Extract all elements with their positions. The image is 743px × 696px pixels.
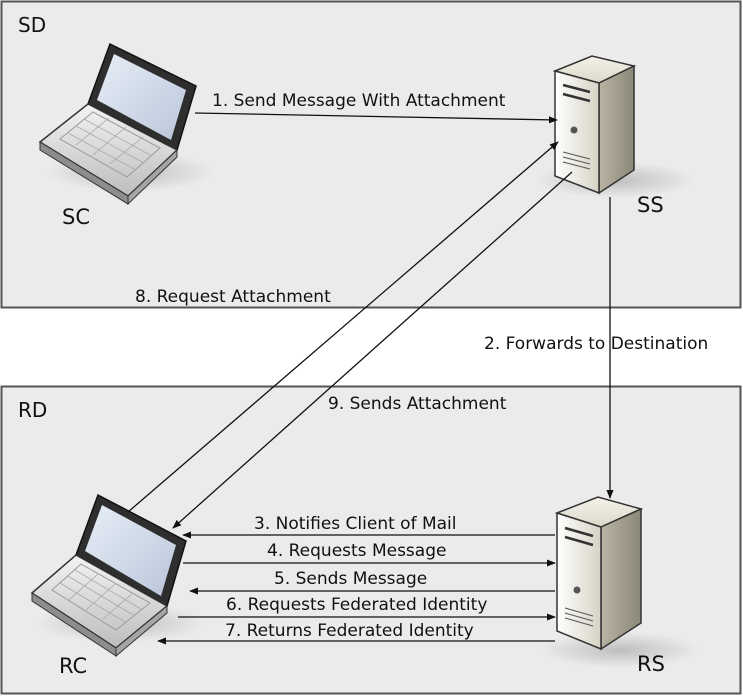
label-m9: 9. Sends Attachment xyxy=(328,394,507,414)
label-m5: 5. Sends Message xyxy=(274,569,427,589)
sender-server-icon xyxy=(535,55,695,198)
arrow-sends-attachment xyxy=(172,171,573,529)
label-m4: 4. Requests Message xyxy=(267,541,446,561)
receiver-client-label: RC xyxy=(59,654,87,678)
receiver-client-laptop-icon xyxy=(30,493,205,658)
sender-domain-label: SD xyxy=(18,13,46,37)
arrow-request-attachment xyxy=(127,141,559,513)
receiver-server-icon xyxy=(540,496,700,668)
label-m2: 2. Forwards to Destination xyxy=(484,334,708,354)
label-m1: 1. Send Message With Attachment xyxy=(212,91,506,111)
label-m6: 6. Requests Federated Identity xyxy=(226,595,487,615)
sender-server-label: SS xyxy=(637,193,664,217)
label-m8: 8. Request Attachment xyxy=(135,287,331,307)
sender-client-laptop-icon xyxy=(38,42,215,206)
label-m3: 3. Notifies Client of Mail xyxy=(254,514,457,534)
sender-client-label: SC xyxy=(62,205,90,229)
receiver-domain-label: RD xyxy=(18,398,47,422)
arrow-send-message xyxy=(194,112,558,124)
label-m7: 7. Returns Federated Identity xyxy=(225,621,474,641)
receiver-server-label: RS xyxy=(637,652,665,676)
